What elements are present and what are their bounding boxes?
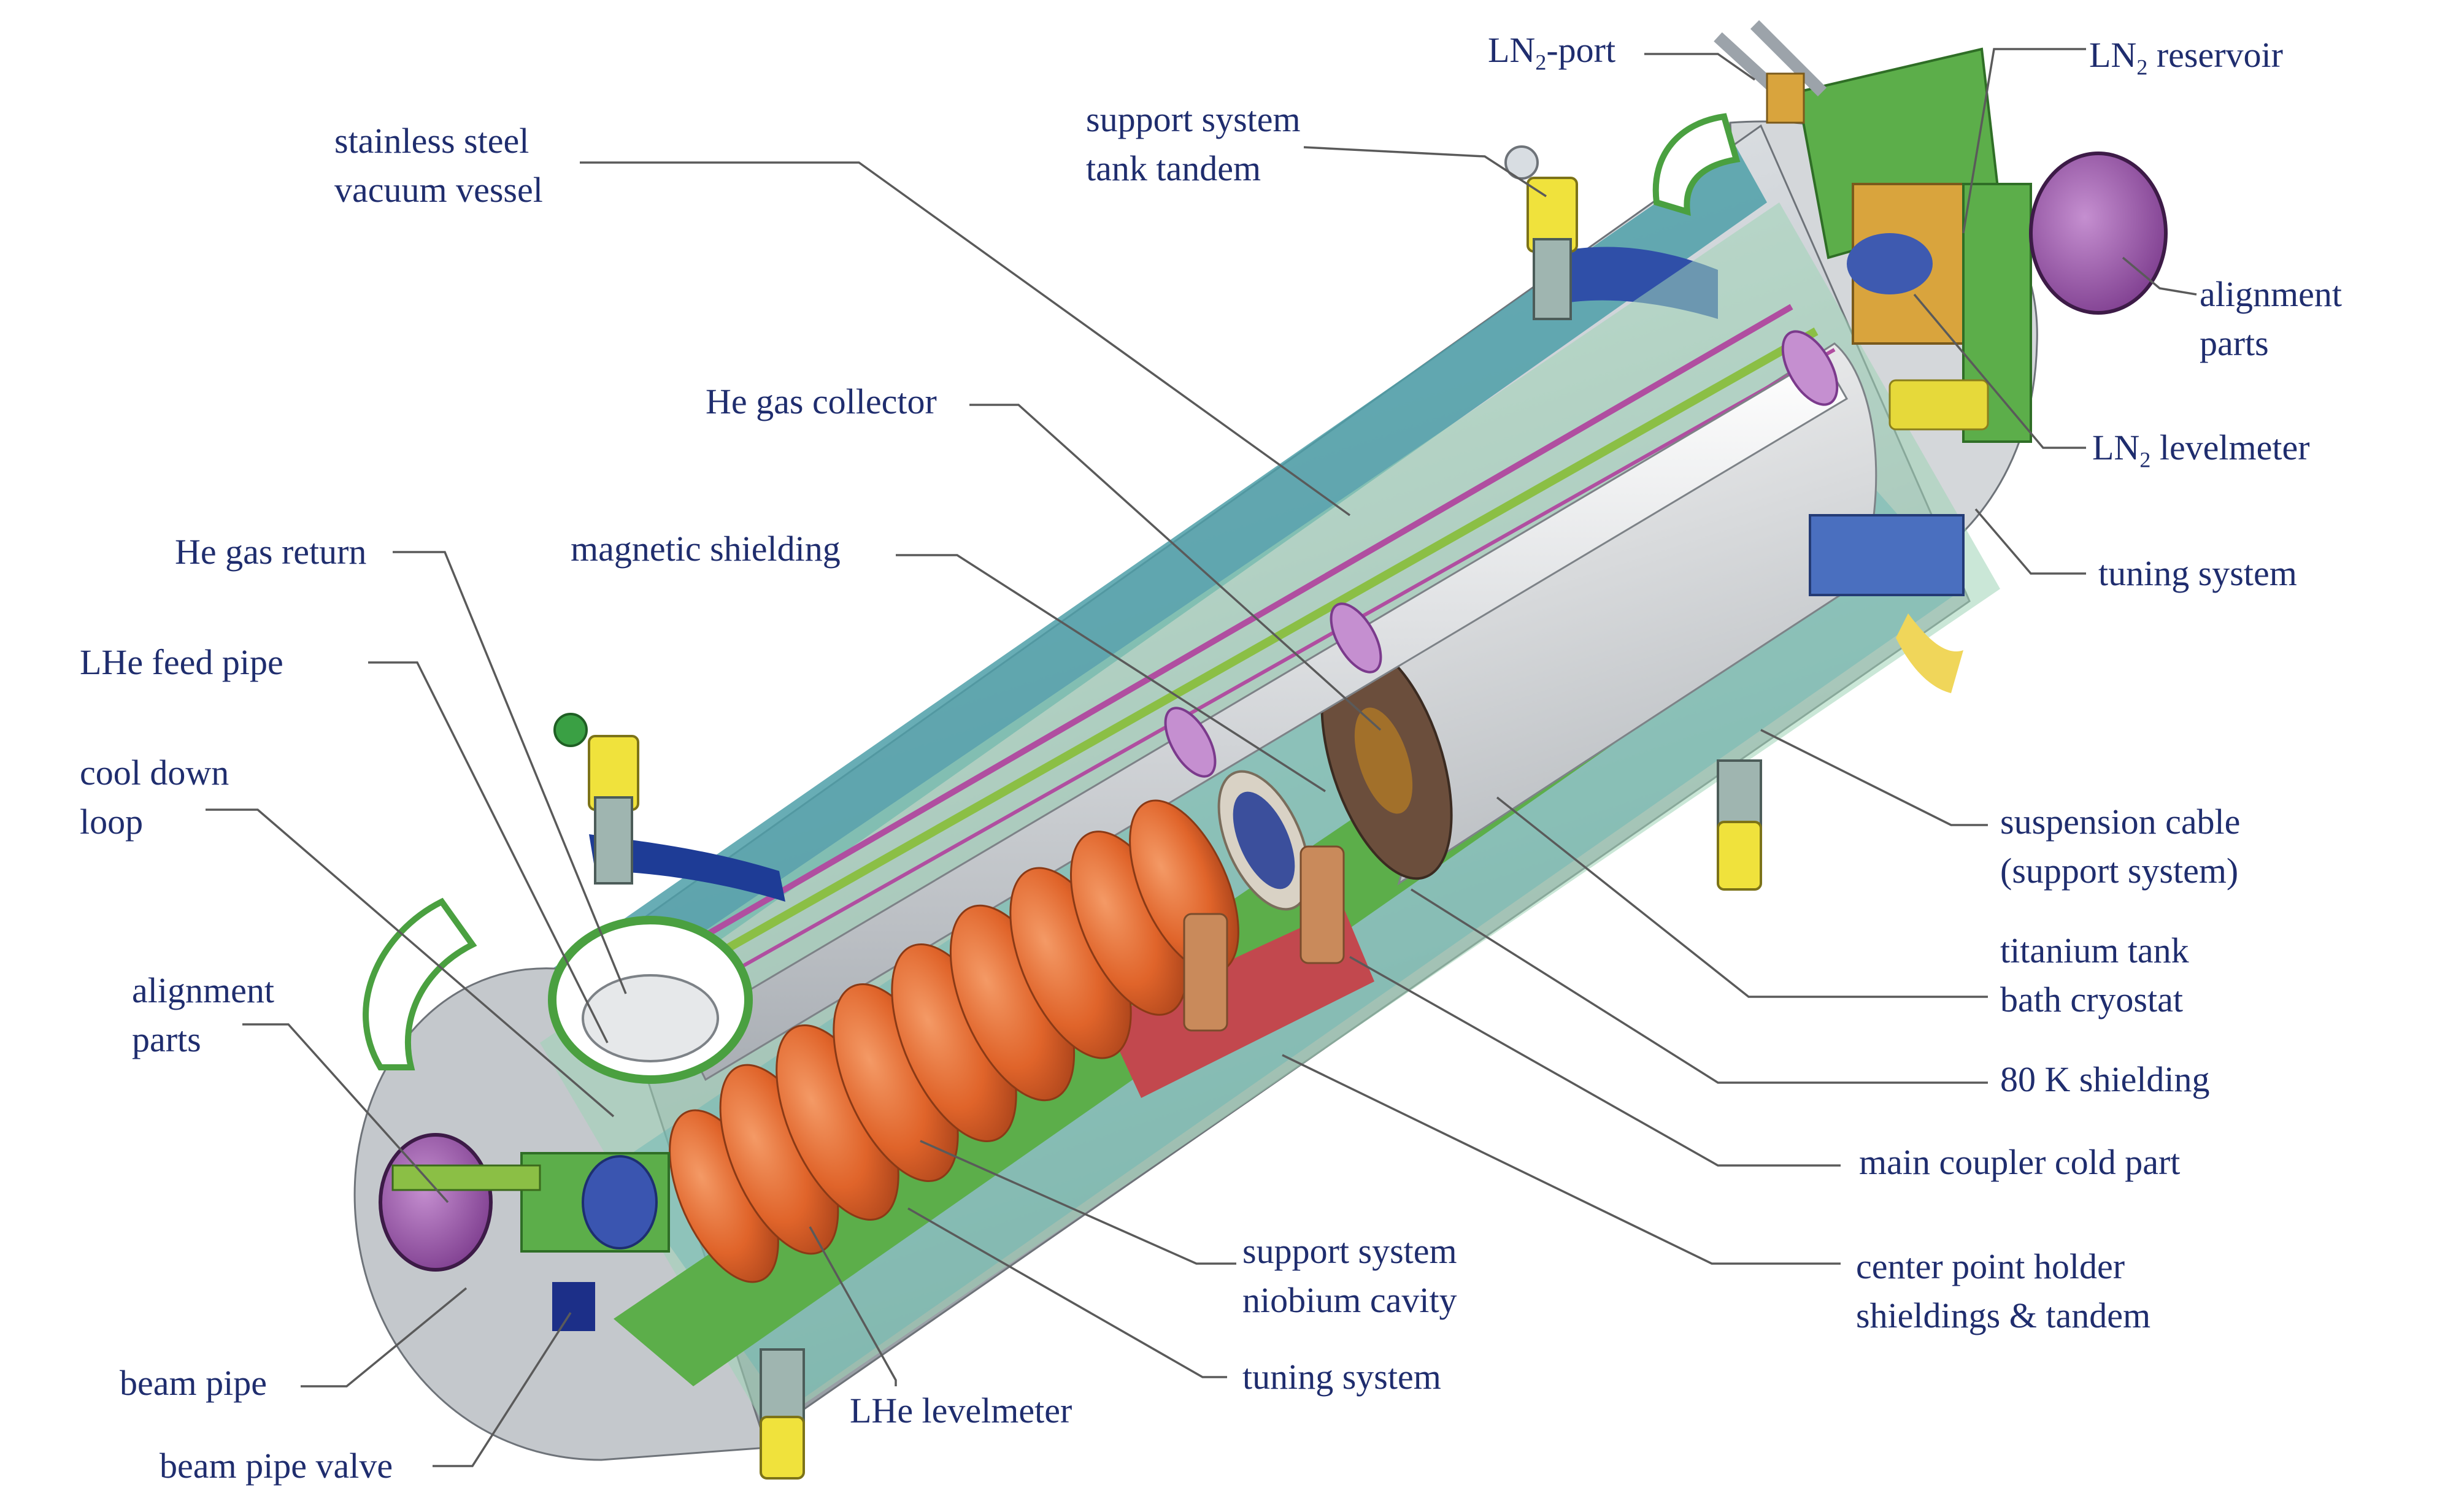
ln2-reservoir-text: LN2 reservoir (2089, 35, 2283, 80)
leader-magnetic-shielding (896, 554, 1326, 793)
label-ln2-port: LN2-port (1488, 26, 1615, 87)
leader-beam-pipe-valve (433, 1312, 572, 1467)
label-he-gas-collector: He gas collector (706, 382, 937, 421)
label-support-system-tank-tandem: support system tank tandem (1086, 99, 1301, 188)
leader-stainless-steel (580, 161, 1351, 516)
label-center-point-holder: center point holder shieldings & tandem (1856, 1246, 2151, 1335)
leader-ln2-port (1644, 53, 1756, 81)
leader-support-niobium (920, 1140, 1236, 1265)
label-suspension-cable: suspension cable (support system) (2000, 802, 2241, 891)
support-posts (553, 145, 1963, 1480)
niobium-cavity (669, 770, 1311, 1283)
leader-tuning-bottom (907, 1207, 1227, 1378)
leader-tuning-right (1974, 508, 2086, 575)
label-he-gas-return: He gas return (175, 532, 367, 572)
ln2-port-tubes (1714, 20, 1827, 124)
label-tuning-system-bottom: tuning system (1242, 1357, 1441, 1397)
leader-lhe-levelmeter (809, 1226, 897, 1386)
leader-he-gas-return (393, 551, 627, 994)
label-alignment-parts-right: alignment parts (2200, 274, 2342, 363)
label-80k-shielding: 80 K shielding (2000, 1059, 2210, 1099)
label-support-system-niobium-cavity: support system niobium cavity (1242, 1231, 1457, 1320)
leader-suspension-cable (1760, 729, 1988, 826)
label-tuning-system-right: tuning system (2098, 553, 2297, 593)
leader-cool-down-loop (206, 808, 615, 1118)
right-reservoir (1796, 47, 2168, 596)
label-magnetic-shielding: magnetic shielding (571, 529, 841, 569)
label-titanium-tank-bath-cryostat: titanium tank bath cryostat (2000, 931, 2189, 1019)
label-alignment-parts-left: alignment parts (132, 970, 274, 1059)
leader-main-coupler (1349, 956, 1841, 1167)
label-lhe-feed-pipe: LHe feed pipe (80, 642, 283, 682)
label-ln2-levelmeter: LN2 levelmeter (2092, 423, 2310, 485)
label-ln2-reservoir: LN2 reservoir (2089, 31, 2283, 92)
ln2-levelmeter-text: LN2 levelmeter (2092, 428, 2310, 472)
he-gas-collector-pipe (680, 330, 1849, 1081)
leader-support-tank-tandem (1303, 146, 1547, 198)
leader-he-gas-collector (969, 404, 1382, 731)
leader-80k-shielding (1411, 888, 1988, 1084)
leader-center-point (1282, 1054, 1841, 1265)
shield-rails (623, 304, 1836, 1020)
leader-alignment-left (242, 1023, 449, 1203)
label-lhe-levelmeter: LHe levelmeter (850, 1391, 1072, 1430)
leader-titanium-tank (1496, 796, 1988, 998)
leader-alignment-right (2122, 256, 2197, 296)
label-beam-pipe-valve: beam pipe valve (160, 1446, 393, 1486)
left-reservoir (548, 834, 785, 1084)
left-end-components (379, 1133, 670, 1331)
label-cool-down-loop: cool down loop (80, 753, 229, 842)
leader-beam-pipe (301, 1287, 468, 1388)
main-couplers (1183, 845, 1345, 1032)
leader-ln2-reservoir (1962, 48, 2086, 234)
label-main-coupler-cold-part: main coupler cold part (1859, 1142, 2181, 1182)
leader-lhe-feed-pipe (368, 661, 609, 1043)
leader-lines (206, 48, 2197, 1467)
label-beam-pipe: beam pipe (120, 1363, 267, 1403)
leader-ln2-levelmeter (1913, 293, 2086, 449)
label-stainless-steel-vacuum-vessel: stainless steel vacuum vessel (334, 121, 543, 210)
ln2-port-text: LN2-port (1488, 30, 1616, 75)
